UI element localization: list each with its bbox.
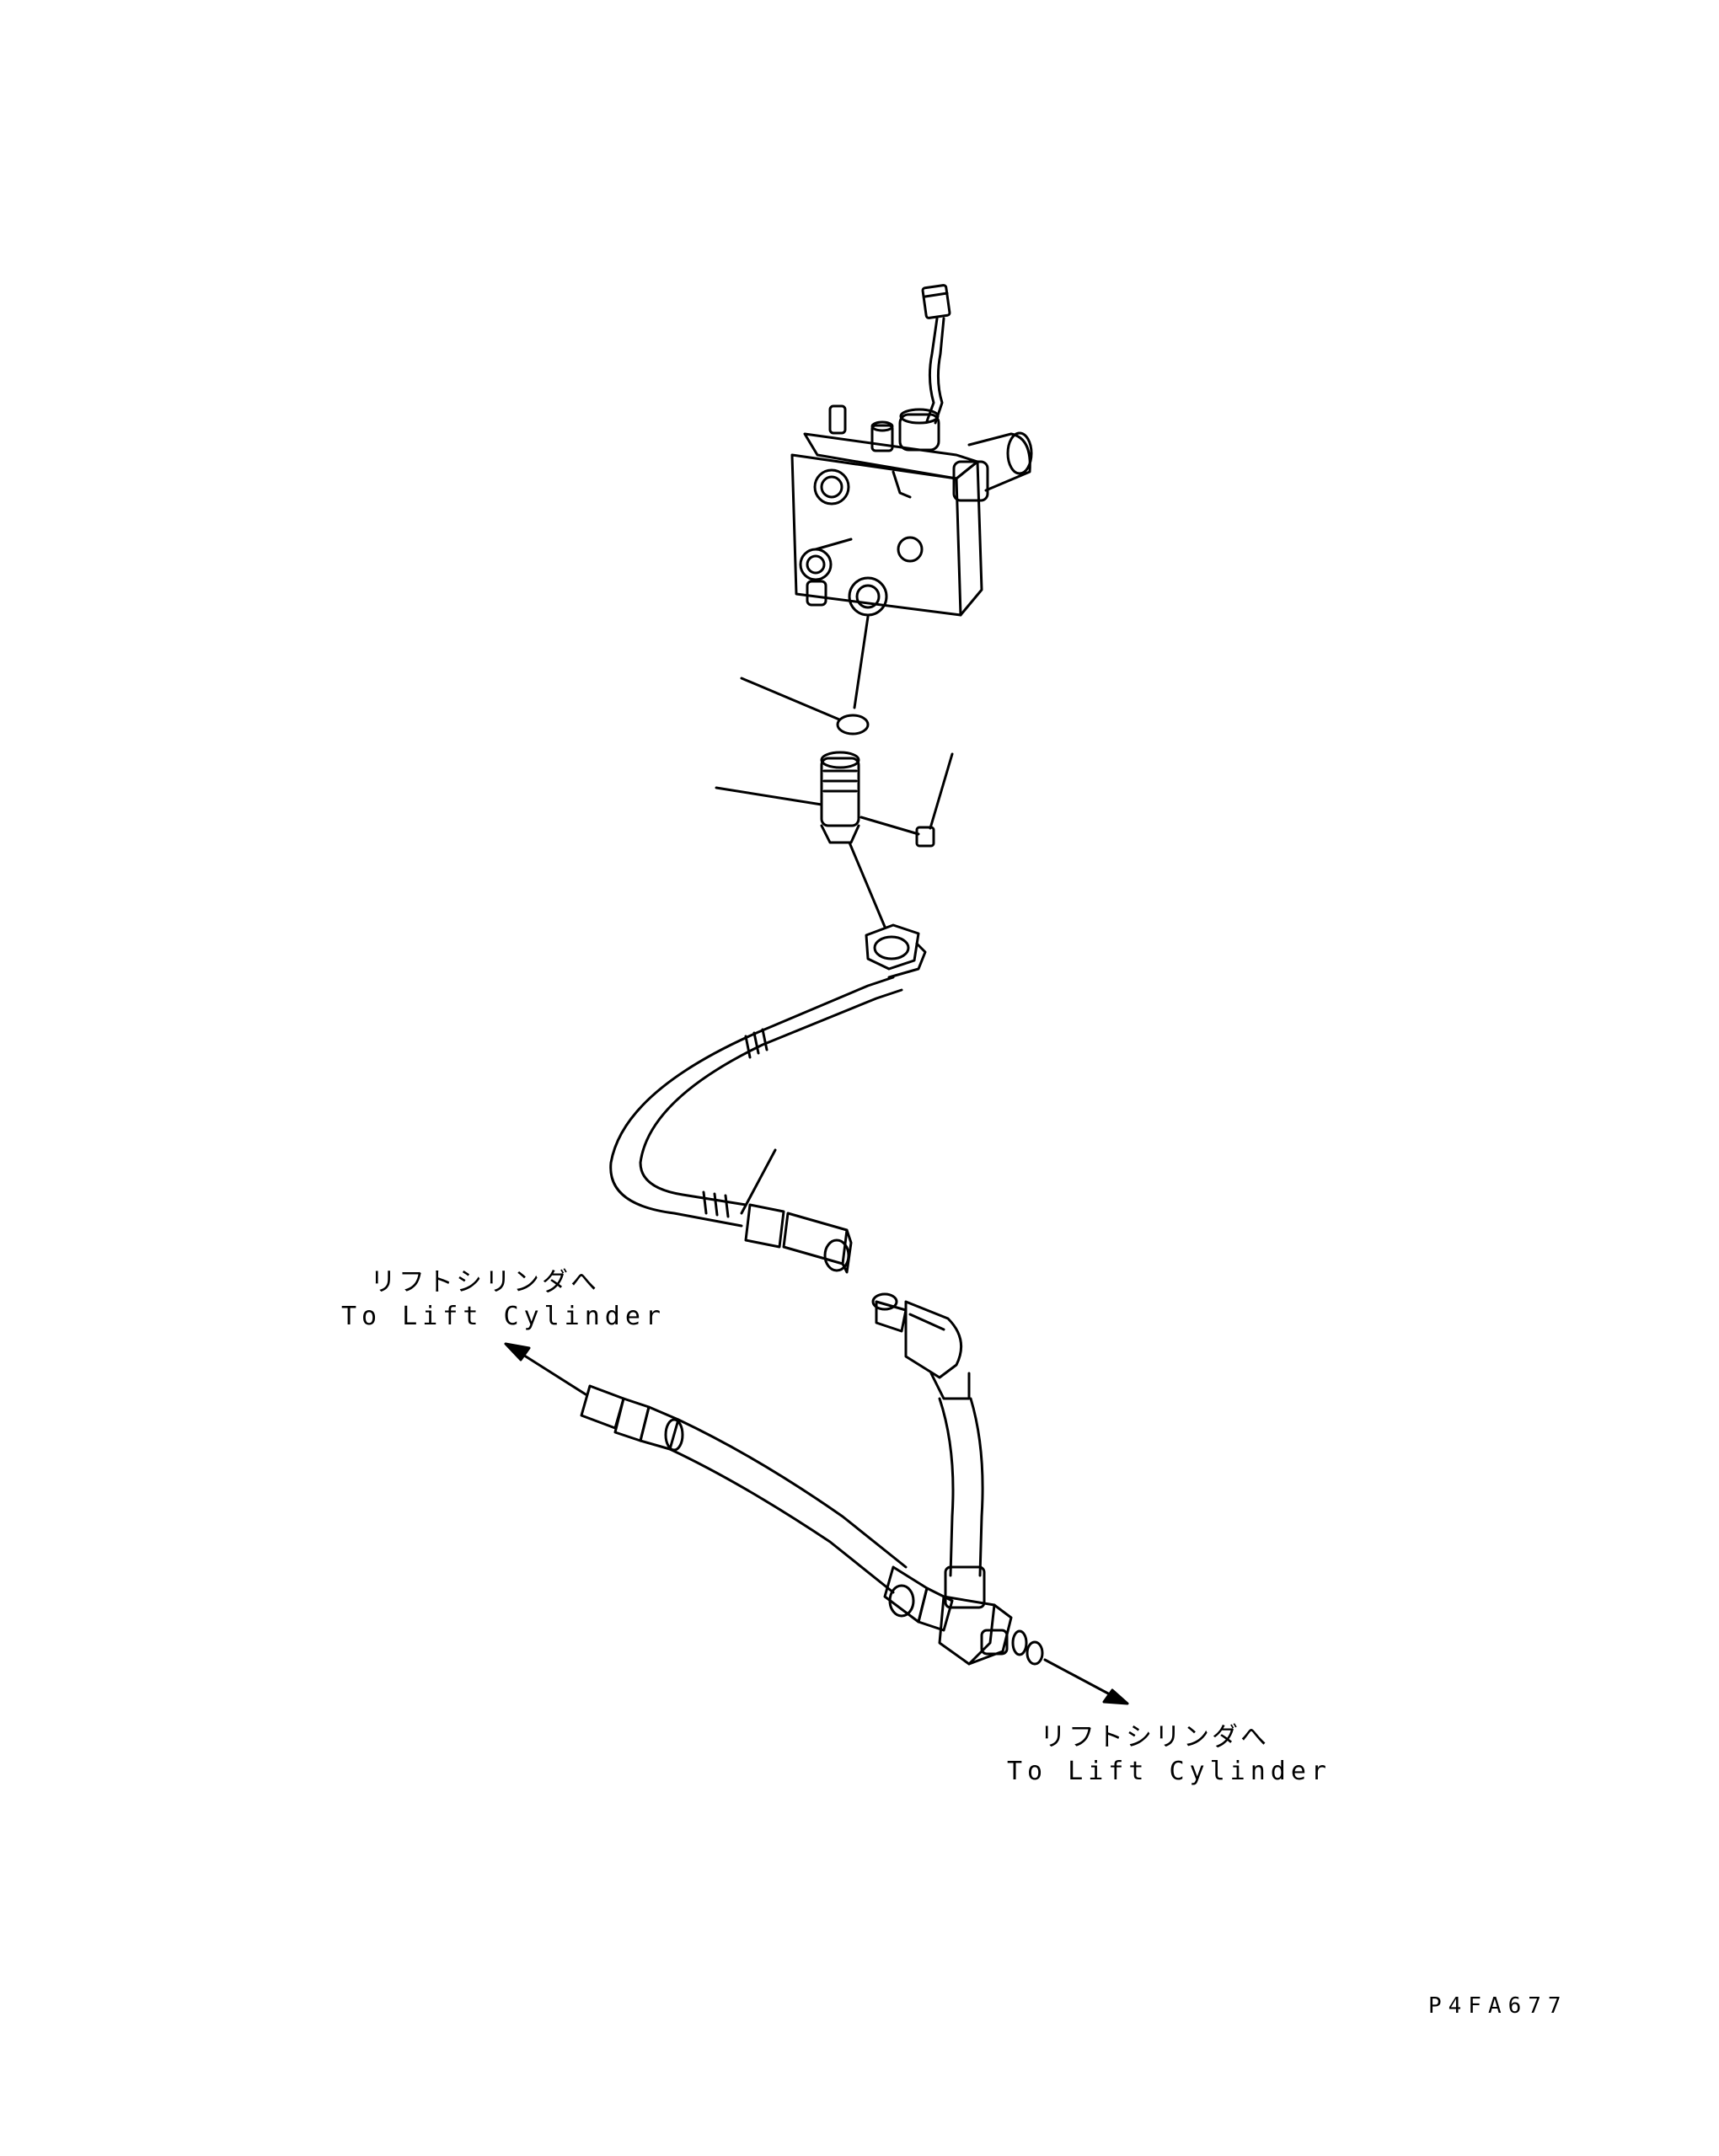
leader-line-hose (740, 1148, 777, 1215)
control-valve-block (790, 284, 1033, 617)
plug-fitting (915, 826, 935, 848)
leader-line-oring (740, 677, 841, 721)
leader-line-plug (929, 752, 954, 830)
hose-elbow-right (871, 1292, 986, 1609)
adapter-fitting (715, 751, 954, 848)
drawing-code: P4FA677 (1428, 1993, 1568, 2019)
leader-line-adapter (715, 786, 823, 806)
label-upper-en: To Lift Cylinder (341, 1302, 666, 1331)
label-upper-jp: リフトシリンダへ (370, 1267, 599, 1297)
label-lower-en: To Lift Cylinder (1007, 1757, 1331, 1786)
label-lower-jp: リフトシリンダへ (1040, 1722, 1269, 1752)
o-ring-upper (740, 615, 870, 736)
o-ring-lower (1026, 1640, 1044, 1666)
hose-lower (580, 1384, 1044, 1666)
arrow-upper-left (504, 1342, 587, 1396)
arrow-lower-right (1043, 1658, 1129, 1705)
hose-upper (609, 841, 927, 1274)
